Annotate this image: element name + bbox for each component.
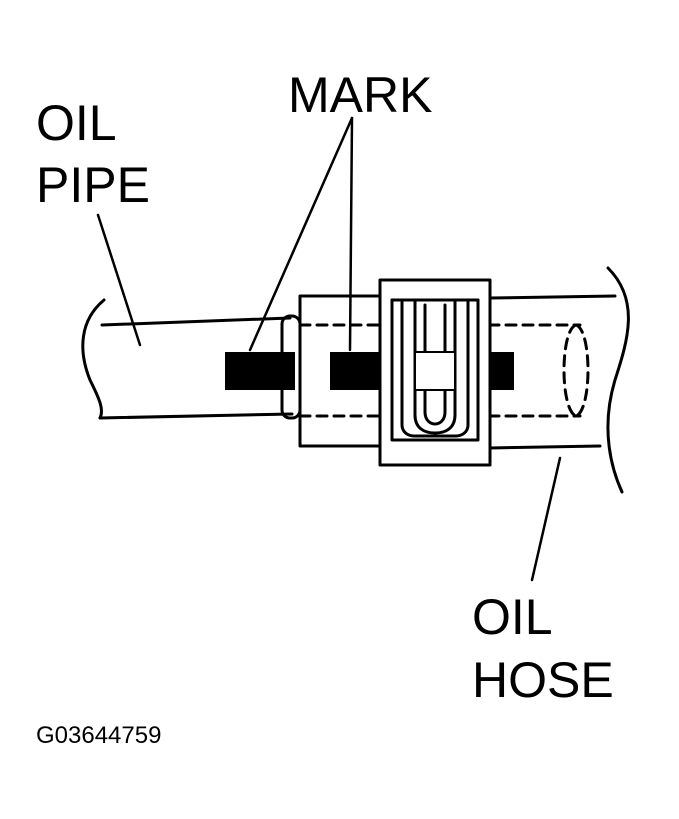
pipe-mark	[225, 352, 295, 390]
leader-mark-to-hose-mark	[348, 116, 354, 352]
clip-spring-outer	[390, 298, 480, 442]
hose-clip	[378, 278, 492, 467]
oil-hose-top-edge	[488, 294, 617, 300]
leader-oil-pipe	[96, 213, 142, 347]
oil-hose-bottom-edge	[488, 444, 602, 450]
hose-mark-far	[488, 352, 514, 390]
oil-hose-break-right	[606, 266, 630, 494]
leader-lines	[96, 116, 562, 582]
leader-oil-hose	[530, 456, 562, 582]
oil-pipe-break-left	[81, 298, 106, 420]
figure-code: G03644759	[36, 722, 162, 749]
hose-mark	[330, 352, 382, 390]
clip-through-mark	[414, 351, 456, 391]
leader-mark-to-pipe-mark	[248, 116, 354, 352]
oil-pipe-bottom-edge	[98, 412, 294, 420]
mark-label: MARK	[288, 67, 433, 123]
oil-hose-label-line2: HOSE	[472, 652, 614, 708]
oil-pipe-label-line1: OIL	[36, 95, 117, 151]
oil-pipe-label-line2: PIPE	[36, 157, 150, 213]
oil-hose-label-line1: OIL	[472, 589, 553, 645]
clip-spring-inner	[413, 298, 457, 435]
oil-hose	[488, 266, 630, 494]
hose-collar-dashes	[298, 323, 382, 418]
clip-spring-inner-2	[423, 303, 447, 426]
